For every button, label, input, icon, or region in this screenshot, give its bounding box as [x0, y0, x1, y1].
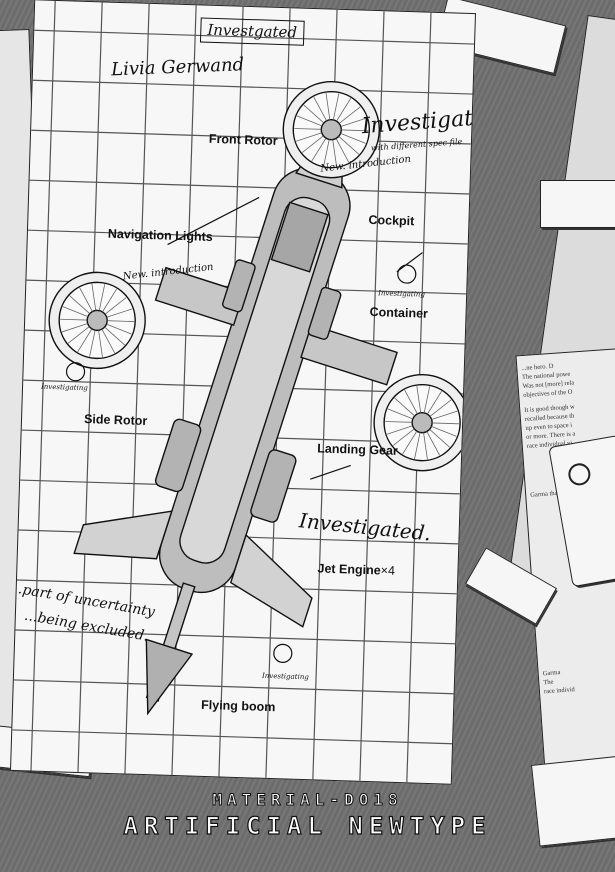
nav-light-pod: [307, 286, 342, 340]
label-side-rotor: Side Rotor: [83, 412, 148, 429]
blueprint-sheet: Investgated Livia Gerwand Front Rotor Co…: [9, 0, 477, 785]
investigated-stamp: Investgated: [199, 17, 305, 46]
annotation-marks: [65, 196, 423, 663]
wing-right: [229, 533, 313, 628]
tag-card-right: [540, 180, 615, 228]
fuselage-top: [179, 196, 331, 564]
side-rotor-left: [48, 271, 146, 370]
handwritten-investigating: Investigating: [378, 289, 425, 299]
jet-engine-count: ×4: [380, 563, 396, 578]
material-code: MATERIAL-D018: [212, 790, 403, 810]
label-cockpit: Cockpit: [368, 212, 415, 229]
jet-engine: [250, 449, 297, 523]
stamp-text: Investgated: [207, 20, 298, 42]
lens-icon: [566, 461, 593, 488]
side-arm-right: [300, 324, 398, 386]
front-rotor: [282, 80, 380, 179]
boom-tip: [145, 638, 194, 716]
nav-light-pod: [222, 259, 256, 313]
label-flying-boom: Flying boom: [200, 697, 276, 715]
rotors: [48, 80, 471, 472]
label-jet-engine: Jet Engine×4: [317, 561, 395, 577]
label-front-rotor: Front Rotor: [208, 131, 278, 148]
cockpit-panel: [270, 201, 329, 273]
jet-engine-text: Jet Engine: [317, 561, 381, 578]
blueprint-grid: [12, 0, 475, 783]
jet-engine: [154, 418, 202, 493]
label-container: Container: [369, 304, 429, 321]
handwritten-investigating: Investigating: [261, 671, 309, 682]
wing-left: [73, 510, 173, 560]
page-title: ARTIFICIAL NEWTYPE: [123, 811, 492, 840]
label-landing-gear: Landing Gear: [317, 441, 399, 458]
handwritten-investigating: Investigating: [40, 382, 88, 393]
